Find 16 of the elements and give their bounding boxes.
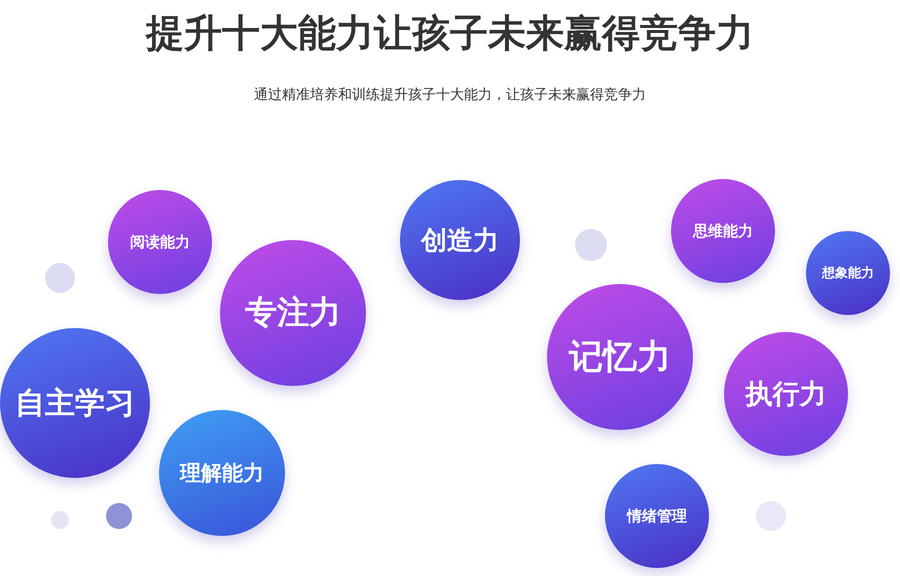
skill-name: 理解能力 xyxy=(180,460,264,487)
decorative-dot xyxy=(106,503,132,529)
decorative-dot xyxy=(575,229,607,261)
skill-name: 创造力 xyxy=(421,224,499,258)
decorative-dot xyxy=(51,511,69,529)
title: 提升十大能力让孩子未来赢得竞争力 xyxy=(144,10,755,57)
skill-name: 情绪管理 xyxy=(627,506,687,526)
decorative-dot xyxy=(45,263,75,293)
skill-name: 专注力 xyxy=(245,292,341,333)
skill-name: 思维能力 xyxy=(693,222,753,240)
skill-name: 记忆力 xyxy=(569,336,671,379)
skill-name: 执行力 xyxy=(746,378,826,412)
subtitle: 通过精准培养和训练提升孩子十大能力，让孩子未来赢得竞争力 xyxy=(253,86,647,104)
skill-name: 想象能力 xyxy=(822,265,874,282)
skill-name: 阅读能力 xyxy=(130,232,190,252)
skill-name: 自主学习 xyxy=(15,384,135,422)
